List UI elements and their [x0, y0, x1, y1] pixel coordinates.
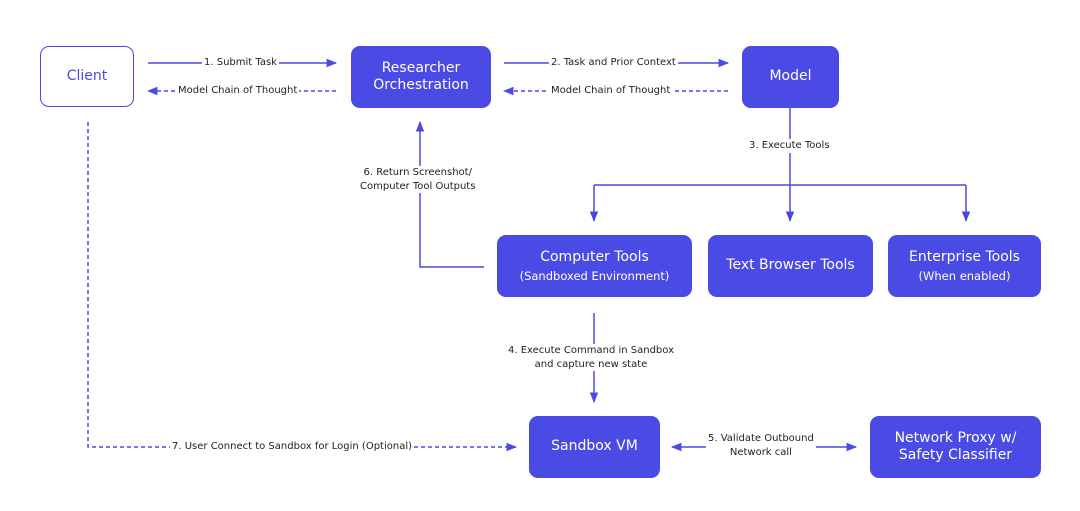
model-node: Model [742, 46, 839, 108]
computer-tools-label: Computer Tools [540, 248, 649, 265]
edge-label-return-screenshot: 6. Return Screenshot/ Computer Tool Outp… [358, 166, 478, 193]
edge-return-screenshot [415, 120, 484, 268]
enterprise-tools-sublabel: (When enabled) [918, 269, 1011, 284]
sandbox-vm-node: Sandbox VM [529, 416, 660, 478]
edge-label-validate-outbound-line2: Network call [729, 446, 792, 458]
edge-label-chain-of-thought-client: Model Chain of Thought [176, 84, 300, 98]
network-proxy-label-line2: Safety Classifier [898, 447, 1013, 463]
edge-label-chain-of-thought-model: Model Chain of Thought [549, 84, 673, 98]
researcher-orchestration-node: Researcher Orchestration [351, 46, 491, 108]
enterprise-tools-node: Enterprise Tools (When enabled) [888, 235, 1041, 297]
researcher-label-line1: Researcher [381, 59, 461, 76]
edge-label-execute-command: 4. Execute Command in Sandbox and captur… [506, 344, 676, 371]
computer-tools-node: Computer Tools (Sandboxed Environment) [497, 235, 692, 297]
researcher-label-line2: Orchestration [373, 77, 469, 93]
enterprise-tools-label: Enterprise Tools [909, 248, 1020, 265]
client-label: Client [66, 67, 108, 84]
edge-label-execute-command-line1: 4. Execute Command in Sandbox [508, 345, 674, 356]
model-label: Model [769, 68, 812, 85]
computer-tools-sublabel: (Sandboxed Environment) [519, 269, 670, 284]
text-browser-tools-node: Text Browser Tools [708, 235, 873, 297]
edge-label-validate-outbound-line1: 5. Validate Outbound [708, 433, 814, 444]
edge-label-execute-tools: 3. Execute Tools [747, 139, 832, 153]
edge-label-execute-command-line2: and capture new state [534, 358, 648, 370]
sandbox-vm-label: Sandbox VM [551, 438, 638, 455]
edge-label-user-connect: 7. User Connect to Sandbox for Login (Op… [170, 440, 415, 454]
network-proxy-label-line1: Network Proxy w/ [894, 429, 1017, 446]
edge-label-validate-outbound: 5. Validate Outbound Network call [706, 432, 816, 459]
edge-label-return-screenshot-line2: Computer Tool Outputs [360, 180, 476, 192]
edge-label-task-prior-context: 2. Task and Prior Context [549, 56, 678, 70]
edge-label-return-screenshot-line1: 6. Return Screenshot/ [363, 167, 472, 178]
network-proxy-node: Network Proxy w/ Safety Classifier [870, 416, 1041, 478]
text-browser-tools-label: Text Browser Tools [726, 257, 855, 274]
edge-label-submit-task: 1. Submit Task [202, 56, 279, 70]
client-node: Client [40, 46, 134, 107]
